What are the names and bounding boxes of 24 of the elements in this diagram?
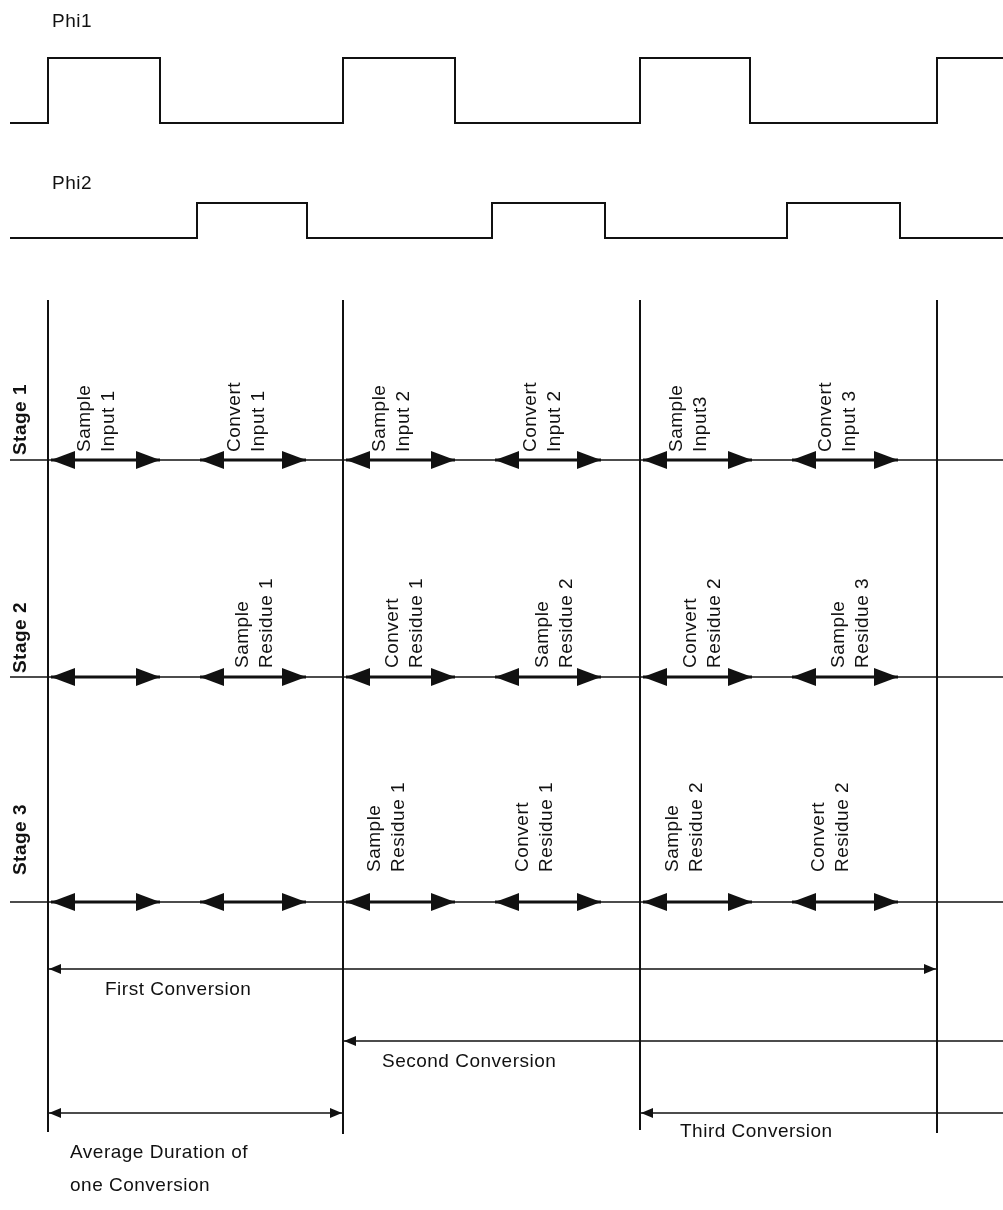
signal-label: Phi1 xyxy=(52,10,93,32)
phase-label: Convert Residue 1 xyxy=(510,780,557,872)
phase-label: Convert Input 3 xyxy=(813,380,860,452)
phase-label: Convert Input 1 xyxy=(222,380,269,452)
phase-label: Sample Residue 3 xyxy=(826,576,873,668)
stage-label: Stage 3 xyxy=(8,803,31,875)
conversion-label: Third Conversion xyxy=(680,1120,833,1142)
conversion-label: First Conversion xyxy=(105,978,252,1000)
phase-label: Convert Residue 2 xyxy=(806,780,853,872)
conversion-label: Second Conversion xyxy=(382,1050,557,1072)
phase-label: Sample Input 1 xyxy=(72,383,119,452)
phase-label: Convert Input 2 xyxy=(518,380,565,452)
phase-label: Convert Residue 2 xyxy=(678,576,725,668)
signal-label: Phi2 xyxy=(52,172,93,194)
stage-label: Stage 2 xyxy=(8,601,31,673)
conversion-label: Average Duration of one Conversion xyxy=(70,1140,250,1197)
phase-label: Sample Input 2 xyxy=(367,383,414,452)
stage-label: Stage 1 xyxy=(8,383,31,455)
phase-label: Sample Residue 1 xyxy=(230,576,277,668)
phase-label: Sample Residue 2 xyxy=(660,780,707,872)
phase-label: Sample Residue 2 xyxy=(530,576,577,668)
phase-label: Sample Residue 1 xyxy=(362,780,409,872)
phase-label: Convert Residue 1 xyxy=(380,576,427,668)
phase-label: Sample Input3 xyxy=(664,383,711,452)
